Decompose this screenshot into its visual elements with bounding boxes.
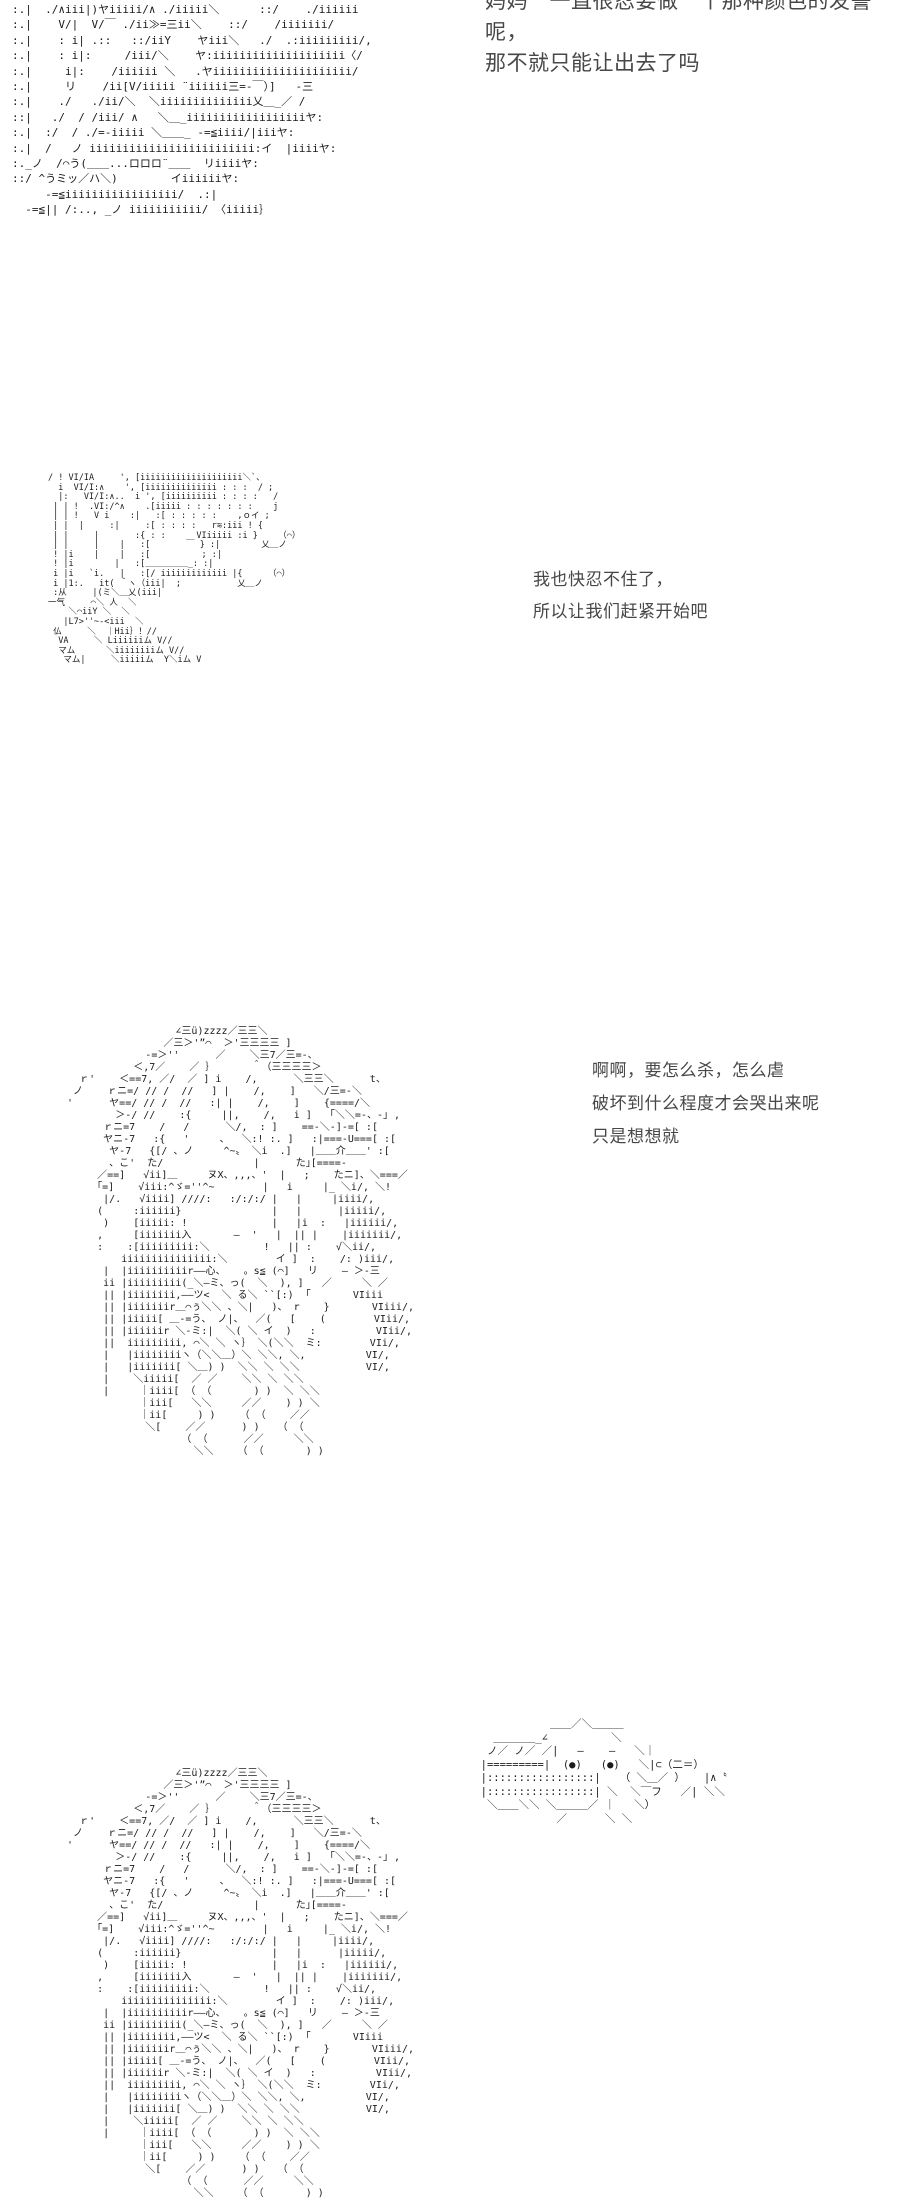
dialogue-text-3: 啊啊，要怎么杀，怎么虐 破坏到什么程度才会哭出来呢 只是想想就 — [592, 1061, 820, 1146]
ascii-art-sleeping-girl-repeat: ∠三ü)zzzz／三三＼ ／三＞'”⌒ ＞'三三三三 ] -=＞'' ／ ＼三7… — [67, 1768, 414, 2199]
aa-comic-page: :.| ./∧iii|)ヤiiiii/∧ ./iiiii＼ ::/ ./iiii… — [12, 0, 872, 2199]
ascii-art-sleeping-girl: ∠三ü)zzzz／三三＼ ／三＞'”⌒ ＞'三三三三 ] -=＞'' ／ ＼三7… — [67, 1026, 414, 1457]
ascii-art-creature: ＿＿／＼＿＿＿ ＿＿＿＿_∠ ＼ ノ／ ノ／ ／| ― ― ＼｜ |======… — [480, 1718, 727, 1825]
ascii-art-character-2: / ! VI/IA ', [iiiiiiiiiiiiiiiiiiii＼`、 i … — [48, 473, 301, 666]
ascii-art-character-1: :.| ./∧iii|)ヤiiiii/∧ ./iiiii＼ ::/ ./iiii… — [12, 3, 372, 217]
dialogue-text-2: 我也快忍不住了， 所以让我们赶紧开始吧 — [533, 570, 708, 621]
dialogue-text-1: 妈妈 一直很忍要做 个那种颜色的发誓呢， 那不就只能让出去了吗 — [485, 0, 872, 75]
